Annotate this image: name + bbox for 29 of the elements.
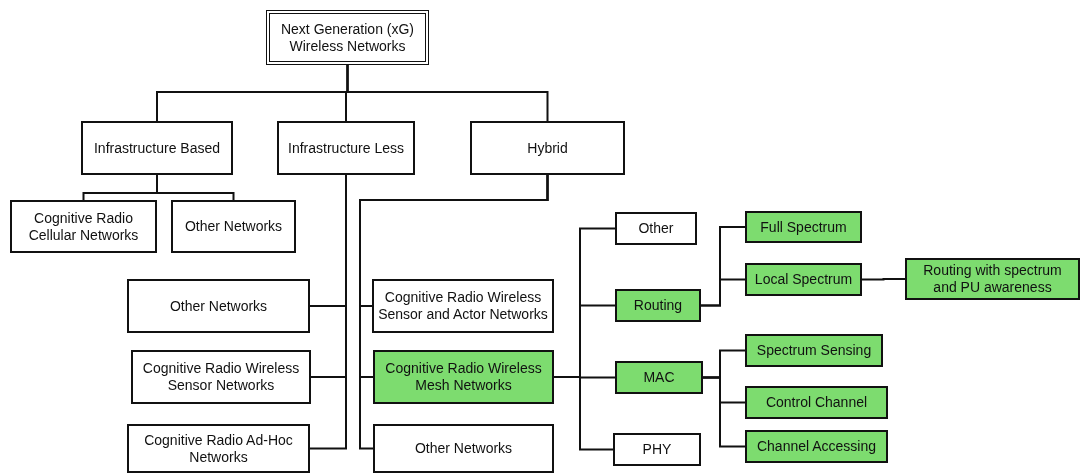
highlighted-box: Spectrum Sensing: [745, 334, 883, 367]
category-box: Cognitive Radio Wireless Sensor Networks: [131, 350, 311, 404]
category-box: Hybrid: [470, 121, 625, 175]
connector-line: [309, 174, 347, 450]
connector-line: [346, 64, 549, 122]
connector-line: [700, 278, 746, 307]
category-box: Cognitive Radio Ad-Hoc Networks: [127, 424, 310, 473]
connector-line: [702, 376, 746, 448]
root-box: Next Generation (xG) Wireless Networks: [266, 10, 429, 65]
category-box: Other Networks: [171, 200, 296, 253]
highlighted-box: Local Spectrum: [745, 263, 862, 296]
category-box: Infrastructure Less: [277, 121, 415, 175]
connector-line: [359, 174, 549, 450]
highlighted-box: Control Channel: [745, 386, 888, 419]
highlighted-box: MAC: [615, 361, 703, 394]
category-box: Cognitive Radio Wireless Sensor and Actor Networks: [372, 279, 554, 333]
highlighted-box: Routing with spectrum and PU awareness: [905, 258, 1080, 300]
highlighted-box: Cognitive Radio Wireless Mesh Networks: [373, 350, 554, 404]
highlighted-box: Full Spectrum: [745, 211, 862, 243]
category-box: Infrastructure Based: [81, 121, 233, 175]
connector-line: [156, 174, 235, 201]
category-box: PHY: [613, 433, 701, 466]
category-box: Other Networks: [373, 424, 554, 473]
category-box: Other Networks: [127, 279, 310, 333]
highlighted-box: Routing: [615, 289, 701, 322]
highlighted-box: Channel Accessing: [745, 430, 888, 463]
category-box: Other: [615, 212, 697, 245]
category-box: Cognitive Radio Cellular Networks: [10, 200, 157, 253]
connector-line: [861, 278, 906, 281]
